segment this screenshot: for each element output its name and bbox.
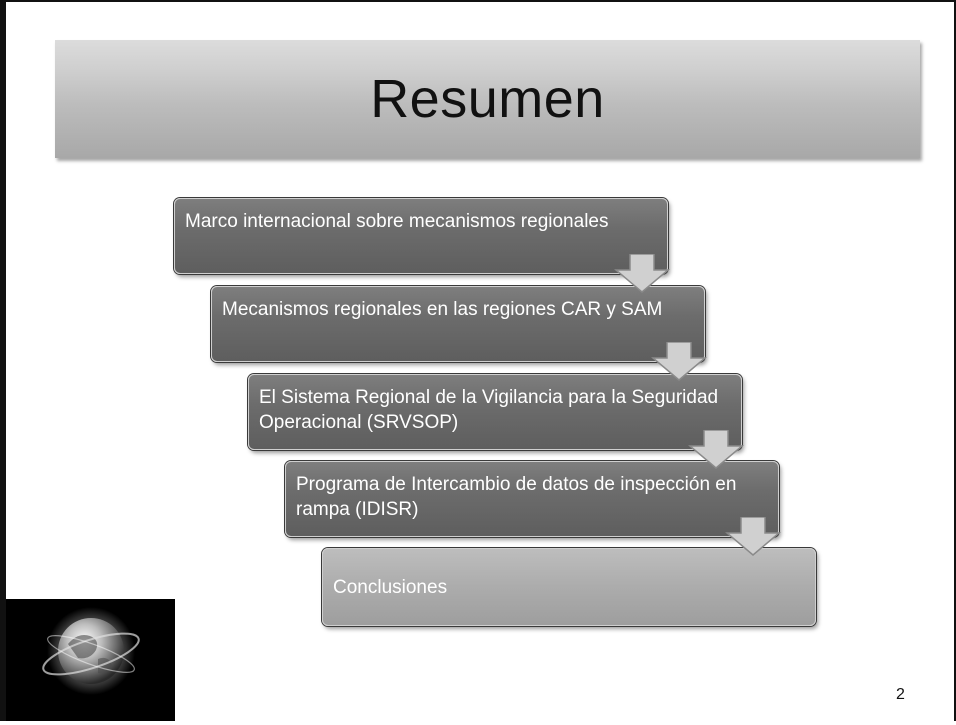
globe-logo-icon bbox=[6, 599, 175, 721]
down-arrow-icon bbox=[614, 254, 670, 293]
process-step-label: Marco internacional sobre mecanismos reg… bbox=[185, 211, 609, 232]
page-number: 2 bbox=[896, 686, 905, 703]
process-step-1[interactable]: Marco internacional sobre mecanismos reg… bbox=[174, 198, 668, 274]
down-arrow-icon bbox=[651, 342, 707, 381]
slide-title: Resumen bbox=[370, 69, 605, 129]
process-step-3[interactable]: El Sistema Regional de la Vigilancia par… bbox=[248, 374, 742, 450]
process-step-4[interactable]: Programa de Intercambio de datos de insp… bbox=[285, 461, 779, 537]
down-arrow-icon bbox=[725, 517, 781, 556]
process-step-label: Conclusiones bbox=[333, 577, 448, 598]
process-step-5[interactable]: Conclusiones bbox=[322, 548, 816, 626]
process-step-2[interactable]: Mecanismos regionales en las regiones CA… bbox=[211, 286, 705, 362]
process-step-label: El Sistema Regional de la Vigilancia par… bbox=[259, 387, 719, 433]
title-banner: Resumen bbox=[55, 40, 920, 158]
process-step-label: Programa de Intercambio de datos de insp… bbox=[296, 474, 737, 520]
process-step-label: Mecanismos regionales en las regiones CA… bbox=[222, 299, 663, 320]
down-arrow-icon bbox=[688, 430, 744, 469]
